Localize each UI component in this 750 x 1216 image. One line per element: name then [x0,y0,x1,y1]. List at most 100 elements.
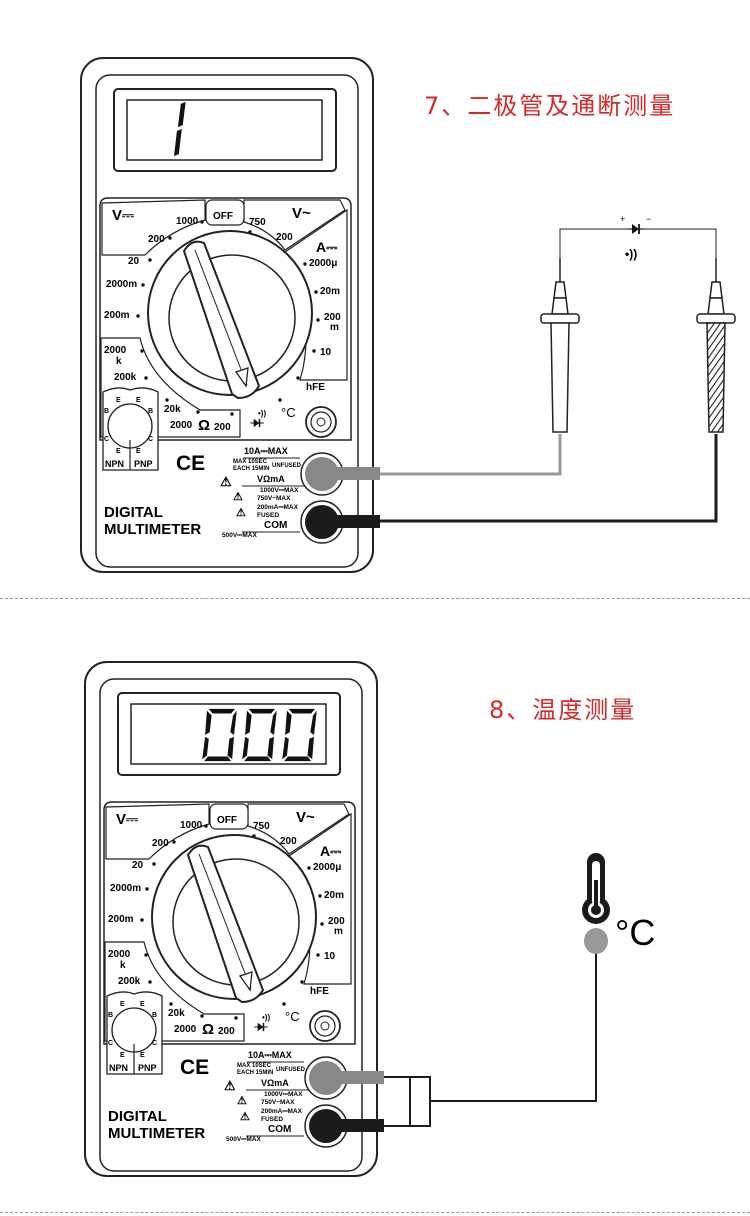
rotary-selector-dial[interactable] [151,834,317,1004]
off-label: OFF [217,815,237,826]
pin-label: E [116,448,121,455]
com-label: COM [264,520,287,531]
pin-label: C [152,1040,157,1047]
rating-200ma: 200mA⎓MAX [257,504,299,511]
range-200ohm: 200 [218,1026,235,1037]
vac-label: V~ [292,205,311,222]
pin-label: B [108,1012,113,1019]
range-200mv: 200m [108,914,134,925]
npn-label: NPN [105,459,124,469]
test-leads [380,434,718,523]
range-200k: 200k [114,372,137,383]
range-200ma-unit: m [334,926,343,937]
pin-label: E [140,1001,145,1008]
com-label: COM [268,1124,291,1135]
lcd-screen [126,99,323,161]
jack-10a-label: 10A⎓MAX [244,446,288,456]
hfe-label: hFE [310,986,329,997]
warning-icon-3: ⚠ [236,507,246,519]
hfe-label: hFE [306,382,325,393]
range-2000k: 2000 [108,949,131,960]
adc-label: A⎓ [320,843,342,859]
rating-1000v: 1000V⎓MAX [264,1091,303,1098]
multimeter-2: V⎓ V~ A⎓ OFF 1000 200 20 2000m 200m 2000… [84,661,384,1177]
pin-label: C [148,436,153,443]
svg-text:•)): •)) [262,1013,270,1022]
warning-icon: ⚠ [224,1078,236,1093]
jack-vohm-label: VΩmA [257,474,285,484]
hfe-transistor-socket: E E B B C C E E NPN PNP [106,991,163,1075]
pin-label: E [120,1001,125,1008]
range-2000ua: 2000μ [313,862,341,873]
celsius-label: °C [281,405,296,420]
warning-icon-2: ⚠ [233,491,243,503]
temperature-unit: °C [615,912,655,953]
jack-10a-note-2: EACH 15MIN [233,466,269,472]
pin-label: E [136,448,141,455]
vdc-label: V⎓ [112,207,134,224]
ground-rating: 500V⎓MAX [226,1136,261,1143]
vac-label: V~ [296,809,315,826]
range-10a: 10 [324,951,336,962]
rotary-selector-dial[interactable] [147,230,313,400]
range-200vac: 200 [276,232,293,243]
range-20ma: 20m [320,286,340,297]
jack-10a-note-1: MAX 10SEC [233,459,268,465]
range-2000k: 2000 [104,345,127,356]
continuity-icon: •)) [625,247,637,261]
red-probe [540,258,580,433]
ce-mark: CE [176,452,205,475]
pin-label: E [140,1052,145,1059]
pin-label: E [120,1052,125,1059]
jack-unfused-label: UNFUSED [272,463,302,469]
range-200k: 200k [118,976,141,987]
range-2000mv: 2000m [106,279,137,290]
pin-label: B [104,408,109,415]
brand-line-2: MULTIMETER [108,1125,205,1142]
range-20v: 20 [132,860,144,871]
adc-label: A⎓ [316,239,338,255]
pin-label: C [104,436,109,443]
range-1000v: 1000 [180,820,203,831]
pin-label: E [116,397,121,404]
range-200ma: 200 [328,916,345,927]
range-200v: 200 [152,838,169,849]
jack-vohm-label: VΩmA [261,1078,289,1088]
range-2000ohm: 2000 [174,1024,197,1035]
multimeter-1: V⎓ V~ A⎓ OFF 1000 200 20 2000m 200m 2000… [80,57,380,573]
range-200ohm: 200 [214,422,231,433]
jack-10a-note-1: MAX 10SEC [237,1063,272,1069]
temperature-socket [305,406,337,438]
range-2000mv: 2000m [110,883,141,894]
rating-fused: FUSED [257,512,279,519]
svg-text:•)): •)) [258,409,266,418]
diode-circuit: + − •)) [559,214,717,261]
section-7-title: 7、二极管及通断测量 [424,92,676,120]
vdc-panel [101,199,206,256]
jack-com[interactable] [300,500,380,544]
brand-line-1: DIGITAL [108,1108,167,1125]
range-2000ua: 2000μ [309,258,337,269]
vdc-label: V⎓ [116,811,138,828]
range-1000v: 1000 [176,216,199,227]
range-200mv: 200m [104,310,130,321]
jack-com[interactable] [304,1104,384,1148]
range-750vac: 750 [249,217,266,228]
plus-sign: + [620,214,625,224]
ohm-symbol: Ω [198,417,210,434]
range-2000ohm: 2000 [170,420,193,431]
black-probe [696,258,736,433]
range-20k: 20k [168,1008,185,1019]
brand-line-1: DIGITAL [104,504,163,521]
range-200ma: 200 [324,312,341,323]
vdc-panel [105,803,210,860]
rating-fused: FUSED [261,1116,283,1123]
pin-label: B [148,408,153,415]
hfe-transistor-socket: E E B B C C E E NPN PNP [102,387,159,471]
range-10a: 10 [320,347,332,358]
jack-vohm[interactable] [300,452,380,496]
jack-vohm[interactable] [304,1056,384,1100]
thermocouple-wires [384,950,597,1127]
npn-label: NPN [109,1063,128,1073]
warning-icon-3: ⚠ [240,1111,250,1123]
